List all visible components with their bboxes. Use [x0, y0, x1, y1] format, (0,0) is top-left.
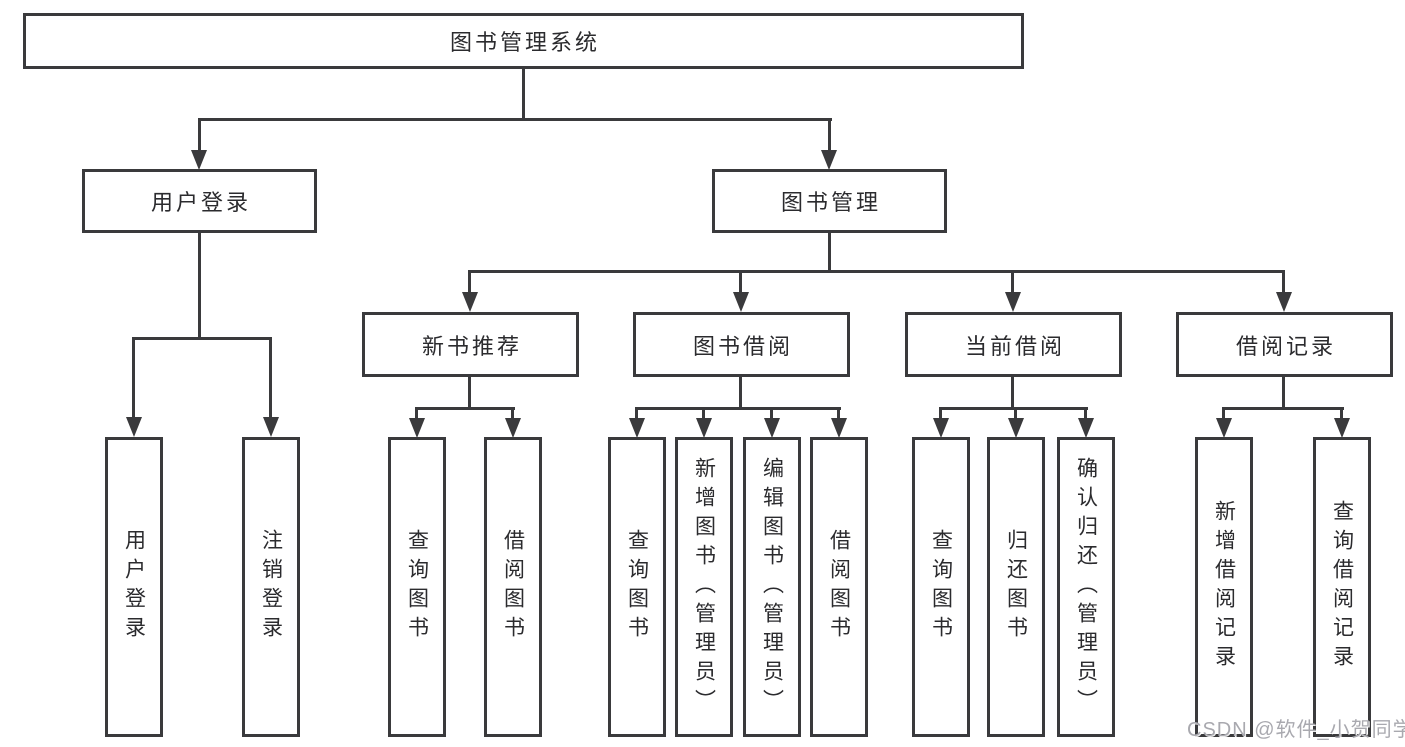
connector-to-current-borrow	[1011, 270, 1014, 295]
connector-to-book-borrow	[739, 270, 742, 295]
connector-leaf	[511, 407, 514, 421]
connector-current-stem	[1011, 377, 1014, 410]
arrow-down-icon	[821, 150, 837, 170]
arrow-down-icon	[764, 418, 780, 438]
connector-user-login-rail	[132, 337, 272, 340]
connector-recommend-rail	[415, 407, 515, 410]
connector-records-rail	[1222, 407, 1344, 410]
connector-book-management-stem	[828, 233, 831, 273]
connector-leaf	[1084, 407, 1087, 421]
leaf-return-books: 归还图书	[987, 437, 1045, 737]
node-book-management: 图书管理	[712, 169, 947, 233]
connector-borrow-stem	[739, 377, 742, 410]
leaf-add-books-admin: 新增图书（管理员）	[675, 437, 733, 737]
connector-user-login-stem	[198, 233, 201, 337]
connector-records-stem	[1282, 377, 1285, 410]
leaf-borrow-books: 借阅图书	[810, 437, 868, 737]
arrow-down-icon	[505, 418, 521, 438]
node-borrow-records: 借阅记录	[1176, 312, 1393, 377]
connector-root-stem	[522, 68, 525, 120]
arrow-down-icon	[1008, 418, 1024, 438]
connector-recommend-stem	[468, 377, 471, 410]
connector-leaf	[770, 407, 773, 421]
connector-to-borrow-records	[1282, 270, 1285, 295]
arrow-down-icon	[1334, 418, 1350, 438]
arrow-down-icon	[126, 417, 142, 437]
leaf-query-books-current: 查询图书	[912, 437, 970, 737]
leaf-query-books-recommend: 查询图书	[388, 437, 446, 737]
leaf-logout: 注销登录	[242, 437, 300, 737]
arrow-down-icon	[733, 292, 749, 312]
connector-to-new-book-recommend	[468, 270, 471, 295]
connector-to-leaf-user-login	[132, 337, 135, 419]
arrow-down-icon	[696, 418, 712, 438]
arrow-down-icon	[1078, 418, 1094, 438]
watermark: CSDN @软件_小贺同学	[1187, 719, 1405, 741]
arrow-down-icon	[191, 150, 207, 170]
node-root: 图书管理系统	[23, 13, 1024, 69]
connector-borrow-rail	[635, 407, 841, 410]
connector-current-rail	[939, 407, 1088, 410]
arrow-down-icon	[1216, 418, 1232, 438]
arrow-down-icon	[629, 418, 645, 438]
arrow-down-icon	[933, 418, 949, 438]
leaf-query-borrow-record: 查询借阅记录	[1313, 437, 1371, 737]
leaf-query-books-borrow: 查询图书	[608, 437, 666, 737]
arrow-down-icon	[1276, 292, 1292, 312]
connector-to-leaf-logout	[269, 337, 272, 419]
leaf-edit-books-admin: 编辑图书（管理员）	[743, 437, 801, 737]
connector-leaf	[635, 407, 638, 421]
arrow-down-icon	[409, 418, 425, 438]
node-user-login: 用户登录	[82, 169, 317, 233]
connector-leaf	[1340, 407, 1343, 421]
node-new-book-recommend: 新书推荐	[362, 312, 579, 377]
connector-root-rail	[198, 118, 832, 121]
connector-leaf	[837, 407, 840, 421]
arrow-down-icon	[1005, 292, 1021, 312]
connector-leaf	[939, 407, 942, 421]
connector-leaf	[415, 407, 418, 421]
node-current-borrow: 当前借阅	[905, 312, 1122, 377]
connector-to-book-management	[828, 118, 831, 152]
leaf-user-login: 用户登录	[105, 437, 163, 737]
arrow-down-icon	[263, 417, 279, 437]
connector-to-user-login	[198, 118, 201, 152]
connector-leaf	[1014, 407, 1017, 421]
leaf-confirm-return-admin: 确认归还（管理员）	[1057, 437, 1115, 737]
connector-leaf	[1222, 407, 1225, 421]
arrow-down-icon	[831, 418, 847, 438]
connector-book-management-rail	[468, 270, 1285, 273]
node-book-borrow: 图书借阅	[633, 312, 850, 377]
arrow-down-icon	[462, 292, 478, 312]
connector-leaf	[702, 407, 705, 421]
leaf-add-borrow-record: 新增借阅记录	[1195, 437, 1253, 737]
leaf-borrow-books-recommend: 借阅图书	[484, 437, 542, 737]
